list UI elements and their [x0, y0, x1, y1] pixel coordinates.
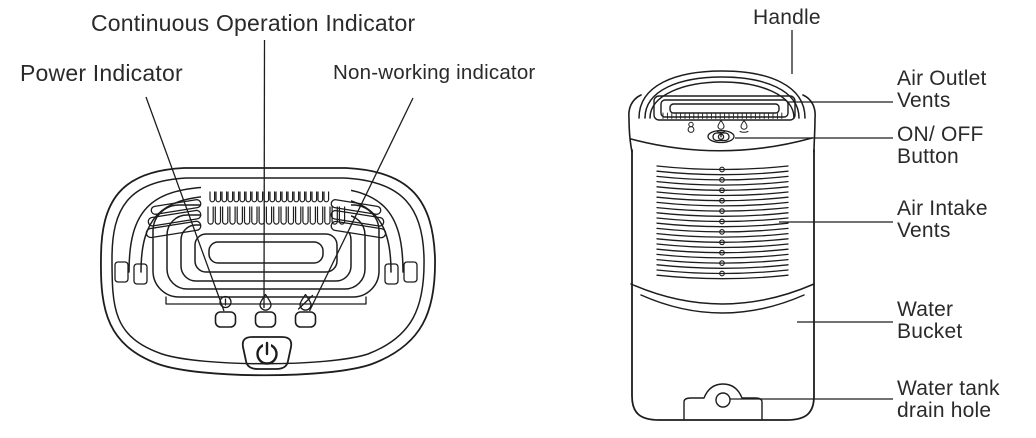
leader-lines [145, 30, 893, 400]
side-louvre-bars-right [330, 199, 387, 239]
onoff-button [707, 129, 735, 144]
leader-continuous-indicator [263, 39, 266, 309]
vent-slats-row-2 [207, 206, 346, 225]
label-air-intake-vents: Air Intake Vents [897, 197, 988, 242]
label-on-off-button: ON/ OFF Button [897, 123, 984, 168]
water-tank-drain [683, 383, 763, 420]
air-outlet-fins [662, 112, 783, 119]
label-handle: Handle [753, 6, 821, 29]
mini-water-drop-icon [716, 120, 726, 133]
label-air-outlet-vents: Air Outlet Vents [897, 67, 987, 112]
grille-center-chain [719, 166, 725, 277]
nonworking-indicator-led [294, 311, 317, 328]
left-shoulder [628, 94, 642, 153]
front-view-device [628, 70, 816, 421]
top-face-edge [630, 137, 813, 152]
leader-power-indicator [145, 96, 225, 312]
power-indicator-led [214, 311, 237, 328]
mini-indicator-icons [687, 120, 749, 133]
leader-nonworking-indicator [308, 97, 414, 312]
handle [638, 70, 806, 119]
top-view-body-outline [100, 167, 436, 377]
mini-power-indicator-icon [687, 121, 695, 133]
power-indicator-icon [219, 295, 232, 309]
air-outlet-vent [653, 95, 796, 121]
power-symbol-icon [256, 341, 278, 365]
power-button [241, 336, 293, 370]
air-intake-grille [656, 165, 789, 280]
crossed-water-drop-icon [297, 293, 314, 311]
right-shoulder [802, 94, 816, 153]
label-water-bucket: Water Bucket [897, 298, 963, 343]
side-louvre-bars-left [145, 199, 202, 239]
onoff-power-glyph [717, 132, 725, 141]
water-drop-icon [259, 293, 272, 311]
side-clip-tabs [114, 261, 418, 285]
top-view-device [100, 167, 436, 377]
label-continuous-operation-indicator: Continuous Operation Indicator [91, 10, 416, 36]
water-bucket [630, 283, 815, 314]
vent-slats-row-1 [209, 191, 330, 203]
continuous-indicator-led [254, 311, 277, 328]
label-non-working-indicator: Non-working indicator [333, 61, 536, 84]
label-water-tank-drain-hole: Water tank drain hole [897, 377, 1000, 422]
label-power-indicator: Power Indicator [20, 60, 183, 86]
top-view-body-inner-outline [111, 177, 425, 365]
slat-field-mask [201, 184, 351, 233]
mini-crossed-drop-icon [739, 120, 749, 133]
drain-hole [715, 392, 731, 408]
front-body-outline [631, 149, 815, 421]
